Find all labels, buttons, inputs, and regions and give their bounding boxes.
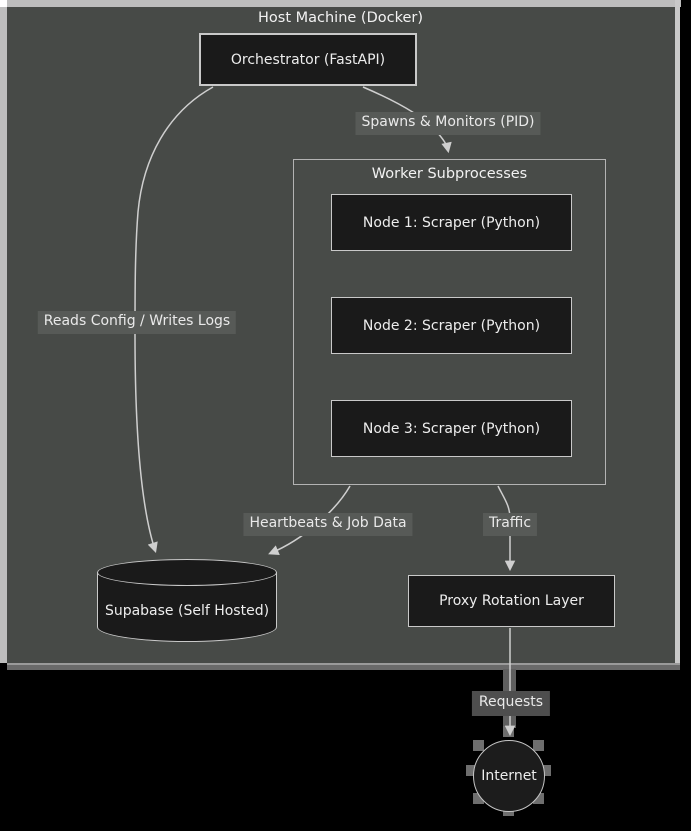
- edge-label-traffic: Traffic: [482, 513, 538, 536]
- orchestrator-node: Orchestrator (FastAPI): [199, 33, 417, 86]
- host-border-bottom: [7, 663, 680, 670]
- host-machine-title: Host Machine (Docker): [257, 10, 423, 26]
- edge-label-heartbeats: Heartbeats & Job Data: [243, 513, 413, 536]
- host-border-right: [675, 0, 680, 664]
- node-2-scraper: Node 2: Scraper (Python): [331, 297, 572, 354]
- internet-label: Internet: [481, 768, 537, 784]
- node-1-label: Node 1: Scraper (Python): [362, 214, 541, 231]
- cylinder-top-ellipse: [97, 559, 277, 586]
- edge-label-spawns-monitors: Spawns & Monitors (PID): [355, 112, 541, 135]
- orchestrator-label: Orchestrator (FastAPI): [230, 51, 386, 68]
- node-1-scraper: Node 1: Scraper (Python): [331, 194, 572, 251]
- worker-subprocesses-title: Worker Subprocesses: [371, 166, 528, 182]
- proxy-rotation-label: Proxy Rotation Layer: [439, 593, 584, 609]
- internet-node: Internet: [473, 740, 545, 812]
- worker-subprocesses-subgraph: Worker Subprocesses Node 1: Scraper (Pyt…: [293, 159, 606, 485]
- supabase-label: Supabase (Self Hosted): [104, 603, 270, 619]
- host-border-left: [0, 0, 7, 663]
- node-2-label: Node 2: Scraper (Python): [362, 317, 541, 334]
- host-corner-artifact: [0, 0, 7, 7]
- proxy-rotation-node: Proxy Rotation Layer: [408, 575, 615, 627]
- edge-label-requests: Requests: [471, 691, 551, 716]
- node-3-scraper: Node 3: Scraper (Python): [331, 400, 572, 457]
- node-3-label: Node 3: Scraper (Python): [362, 420, 541, 437]
- edge-label-reads-config: Reads Config / Writes Logs: [37, 311, 237, 334]
- supabase-database-cylinder: Supabase (Self Hosted): [97, 559, 277, 642]
- host-border-top: [0, 0, 681, 7]
